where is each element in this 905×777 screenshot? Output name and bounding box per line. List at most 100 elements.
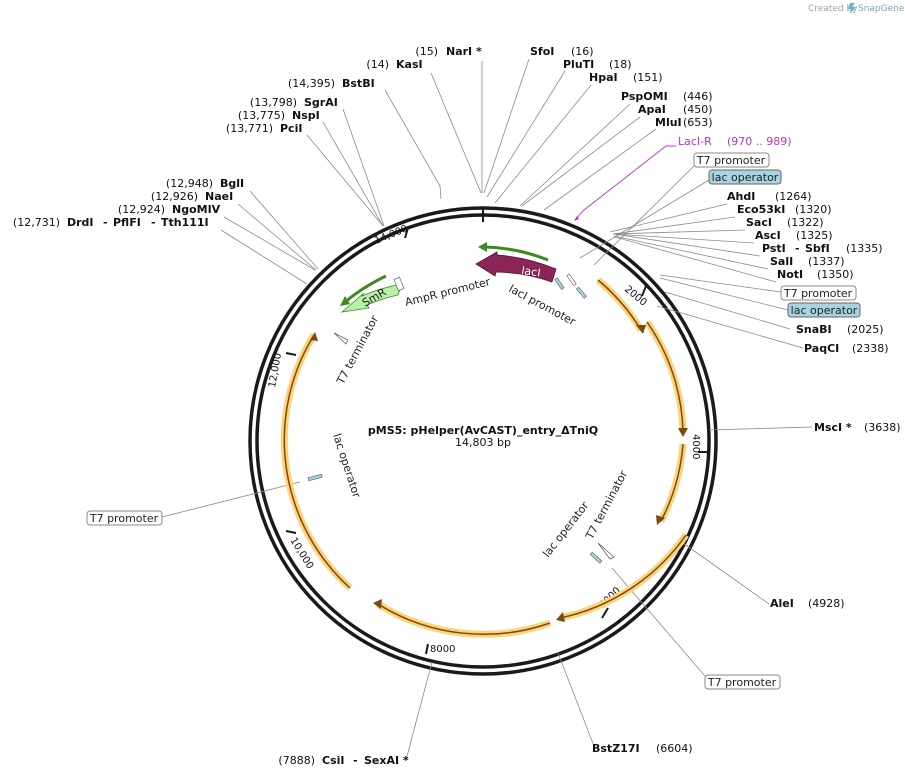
green-arrowhead-icon [478,242,487,252]
primer-laci-r[interactable]: LacI-R (970 .. 989) [574,135,792,221]
laci-green-arrow [485,245,549,262]
svg-text:SbfI: SbfI [805,242,830,255]
svg-text:(13,775): (13,775) [238,109,285,122]
arrowhead-icon [373,599,382,609]
svg-text:NspI: NspI [292,109,320,122]
box-lac-operator-mid[interactable]: lac operator [659,277,861,318]
svg-text:DrdI: DrdI [67,216,94,229]
site-pspomi[interactable]: PspOMI (446) [621,90,713,103]
svg-text:(1320): (1320) [795,203,832,216]
svg-text:(1335): (1335) [846,242,883,255]
lac-operator-right-mark [589,551,603,564]
site-pcii[interactable]: (13,771) PciI [226,122,303,135]
site-bstbi[interactable]: (14,395) BstBI [288,77,375,90]
svg-text:(970 .. 989): (970 .. 989) [727,135,792,148]
plasmid-name: pMS5: pHelper(AvCAST)_entry_ΔTniQ [368,424,598,437]
box-lac-operator-top[interactable]: lac operator [579,169,782,259]
site-asci[interactable]: AscI (1325) [755,229,833,242]
orf-3 [657,443,687,523]
svg-text:(7888): (7888) [278,754,315,767]
svg-text:LacI-R: LacI-R [678,135,712,148]
svg-text:(12,926): (12,926) [151,190,198,203]
orf-arcs [280,277,689,638]
svg-text:(1337): (1337) [808,255,845,268]
site-ngomiv[interactable]: (12,924) NgoMIV [118,203,221,216]
lac-operator-mark-2 [575,286,587,299]
site-eco53ki[interactable]: Eco53kI (1320) [737,203,832,216]
svg-text:PaqCI: PaqCI [804,342,839,355]
lac-operator-left-mark [307,473,323,482]
svg-text:PflFI: PflFI [113,216,141,229]
box-t7-promoter-mid[interactable]: T7 promoter [659,274,857,301]
arrowhead-icon [556,612,565,622]
svg-text:BstBI: BstBI [342,77,375,90]
site-naei[interactable]: (12,926) NaeI [151,190,233,203]
svg-text:(653): (653) [683,116,713,129]
svg-text:lac operator: lac operator [712,171,779,184]
feature-laci-promoter: lacI promoter [507,282,579,328]
svg-text:Tth111I: Tth111I [161,216,209,229]
box-t7-promoter-top[interactable]: T7 promoter [593,152,770,266]
arrowhead-icon [636,325,646,334]
box-t7-promoter-left[interactable]: T7 promoter [86,481,301,526]
svg-text:-: - [795,242,800,255]
site-alei[interactable]: AleI (4928) [770,597,845,610]
svg-text:(14): (14) [366,58,389,71]
site-paqci[interactable]: PaqCI (2338) [804,342,889,355]
svg-text:(1322): (1322) [787,216,824,229]
svg-text:(4928): (4928) [808,597,845,610]
svg-text:T7 promoter: T7 promoter [707,676,777,689]
site-drdi[interactable]: (12,731) DrdI - PflFI - Tth111I [13,216,209,229]
site-saci[interactable]: SacI (1322) [746,216,824,229]
site-sali[interactable]: SalI (1337) [770,255,845,268]
svg-text:(12,731): (12,731) [13,216,60,229]
t7-terminator-right-icon [597,542,615,560]
svg-text:lac operator: lac operator [791,304,858,317]
site-nari[interactable]: (15) NarI * [415,45,482,58]
site-sgrai[interactable]: (13,798) SgrAI [250,96,338,109]
svg-text:(1264): (1264) [775,190,812,203]
primer-leader [574,145,676,221]
svg-text:SnaBI: SnaBI [796,323,832,336]
svg-text:T7 promoter: T7 promoter [89,512,159,525]
site-bstz17i[interactable]: BstZ17I (6604) [592,742,693,755]
svg-text:(2338): (2338) [852,342,889,355]
site-nspi[interactable]: (13,775) NspI [238,109,320,122]
site-msci[interactable]: MscI * (3638) [814,421,901,434]
svg-text:(1325): (1325) [796,229,833,242]
site-hpai[interactable]: HpaI (151) [589,71,663,84]
plasmid-length: 14,803 bp [455,436,511,449]
feature-laci[interactable]: lacI [475,251,557,283]
svg-text:Eco53kI: Eco53kI [737,203,785,216]
box-t7-promoter-bottom[interactable]: T7 promoter [611,567,781,690]
site-snabi[interactable]: SnaBI (2025) [796,323,884,336]
primer-arrow-icon [574,216,579,221]
svg-text:T7 promoter: T7 promoter [696,154,766,167]
svg-text:MscI *: MscI * [814,421,852,434]
site-ahdi[interactable]: AhdI (1264) [727,190,812,203]
svg-text:(15): (15) [415,45,438,58]
svg-text:(12,924): (12,924) [118,203,165,216]
site-bgli[interactable]: (12,948) BglI [166,177,244,190]
t7-terminator-left-icon [333,332,349,345]
svg-text:SexAI *: SexAI * [364,754,409,767]
snapgene-logo: SnapGene [848,3,905,14]
site-kasi[interactable]: (14) KasI [366,58,422,71]
svg-text:(446): (446) [683,90,713,103]
site-noti[interactable]: NotI (1350) [777,268,854,281]
site-mlui[interactable]: MluI (653) [655,116,713,129]
site-sfoi[interactable]: SfoI (16) [530,45,594,58]
svg-text:NgoMIV: NgoMIV [172,203,221,216]
svg-text:(16): (16) [571,45,594,58]
site-csii[interactable]: (7888) CsiI - SexAI * [278,754,408,767]
site-psti[interactable]: PstI - SbfI (1335) [762,242,883,255]
site-pluti[interactable]: PluTI (18) [563,58,632,71]
orf-2 [644,319,687,433]
svg-text:(13,798): (13,798) [250,96,297,109]
svg-text:lacI: lacI [521,264,542,280]
svg-text:(6604): (6604) [656,742,693,755]
svg-text:(3638): (3638) [864,421,901,434]
svg-text:(18): (18) [609,58,632,71]
svg-text:PstI: PstI [762,242,786,255]
site-apai[interactable]: ApaI (450) [638,103,713,116]
